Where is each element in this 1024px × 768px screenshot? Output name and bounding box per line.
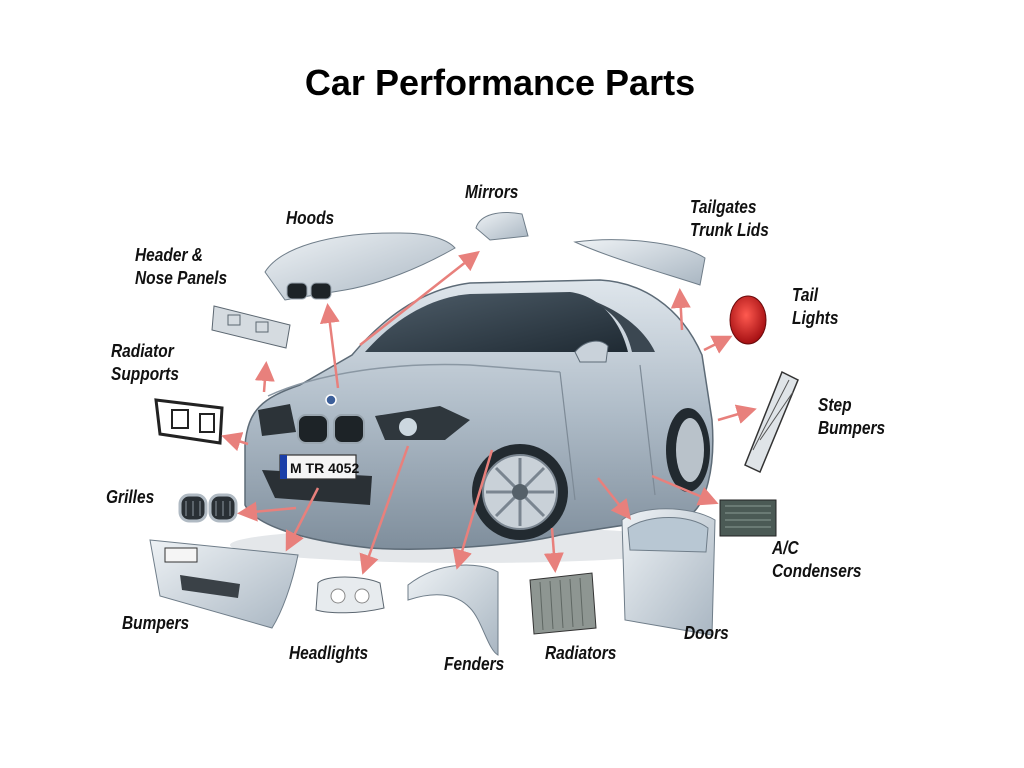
arrow-grilles [237,501,297,522]
door-part [621,508,716,636]
arrow-ac-condensers [651,474,719,506]
arrow-hoods [319,303,340,389]
headlight-part [315,576,385,614]
label-step-bumpers: Step Bumpers [818,395,886,438]
label-fenders: Fenders [444,654,505,674]
step-bumper-part [744,370,799,474]
bumper-part [149,539,299,629]
tailgate-part [573,239,706,286]
label-header-nose: Header & Nose Panels [135,245,228,288]
arrow-mirrors [359,250,480,346]
fender-part [407,564,499,656]
label-tail-lights: Tail Lights [792,285,839,328]
arrow-radiator-supports [221,432,249,452]
arrow-fenders [452,449,494,570]
hood-part [264,232,456,301]
label-radiators: Radiators [545,643,617,663]
label-hoods: Hoods [286,208,335,228]
radiator-support-part [154,398,224,445]
radiator-part [529,572,597,635]
mirror-part [475,212,529,241]
arrow-step-bumpers [717,404,757,424]
car-illustration: M TR 4052 [230,279,714,563]
label-headlights: Headlights [289,643,369,663]
arrow-tailgates [670,288,691,331]
tail-light-part [729,295,767,345]
callout-arrows [221,250,757,575]
arrow-headlights [359,445,410,575]
slide-title: Car Performance Parts [304,62,696,103]
nose-panel-part [211,305,291,349]
ac-condenser-part [719,499,777,537]
label-tailgates: Tailgates Trunk Lids [690,197,769,240]
grilles-part [178,493,238,523]
arrow-doors [597,477,632,520]
arrow-tail-lights [703,335,733,354]
label-radiator-supports: Radiator Supports [111,341,179,384]
label-grilles: Grilles [106,487,155,507]
label-bumpers: Bumpers [122,613,190,633]
label-doors: Doors [684,623,729,643]
label-mirrors: Mirrors [465,182,519,202]
arrow-bumpers [285,487,320,552]
license-plate-text: M TR 4052 [290,460,359,476]
arrow-header-panels [254,361,275,393]
arrow-radiators [543,527,564,573]
label-ac-condensers: A/C Condensers [772,538,862,581]
